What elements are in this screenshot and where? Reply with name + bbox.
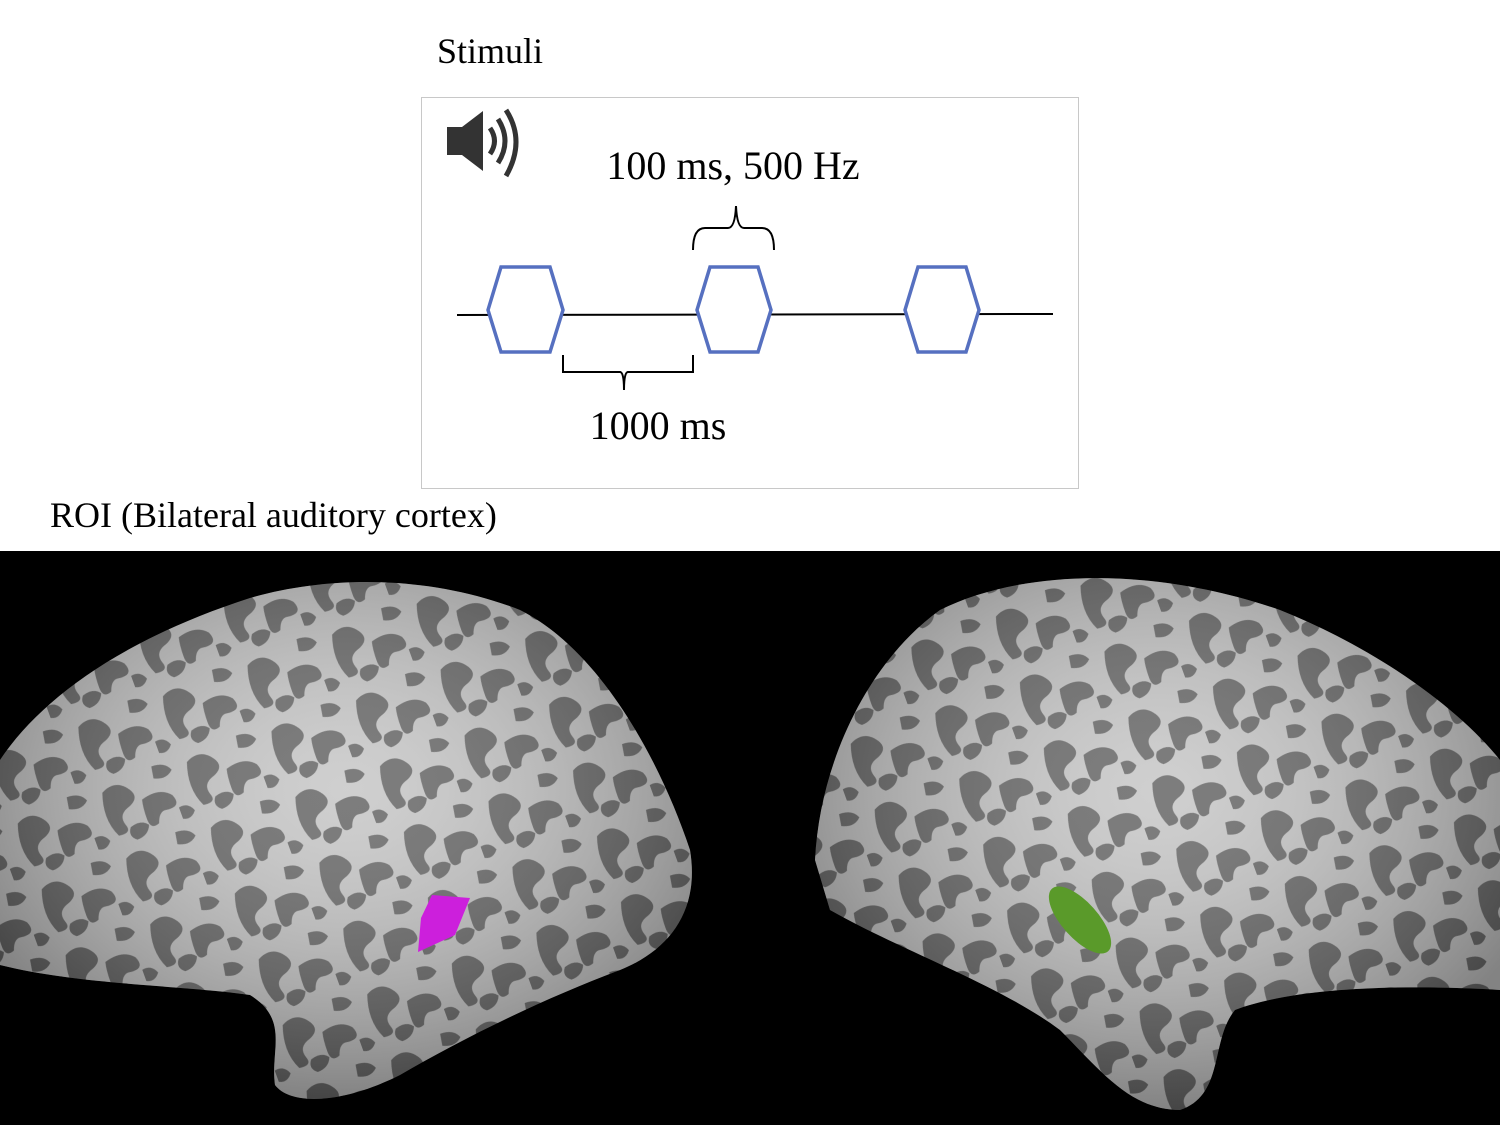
tone-duration-label: 100 ms, 500 Hz xyxy=(606,143,860,188)
interval-brace xyxy=(562,355,694,391)
tone-pulse-3 xyxy=(903,265,981,354)
right-auditory-roi xyxy=(1048,886,1112,954)
tone-pulse-1 xyxy=(486,265,565,354)
interval-label: 1000 ms xyxy=(589,403,727,448)
left-hemisphere xyxy=(0,582,692,1099)
right-hemisphere xyxy=(815,578,1500,1110)
stimulus-diagram-box xyxy=(421,97,1079,489)
brain-render-panel xyxy=(0,551,1500,1125)
speaker-icon xyxy=(447,108,519,178)
left-auditory-roi xyxy=(418,895,470,952)
duration-brace xyxy=(692,205,775,251)
stimuli-title: Stimuli xyxy=(437,31,544,71)
roi-title: ROI (Bilateral auditory cortex) xyxy=(50,495,497,535)
tone-pulse-2 xyxy=(695,265,773,354)
stimulus-diagram xyxy=(447,108,1054,391)
